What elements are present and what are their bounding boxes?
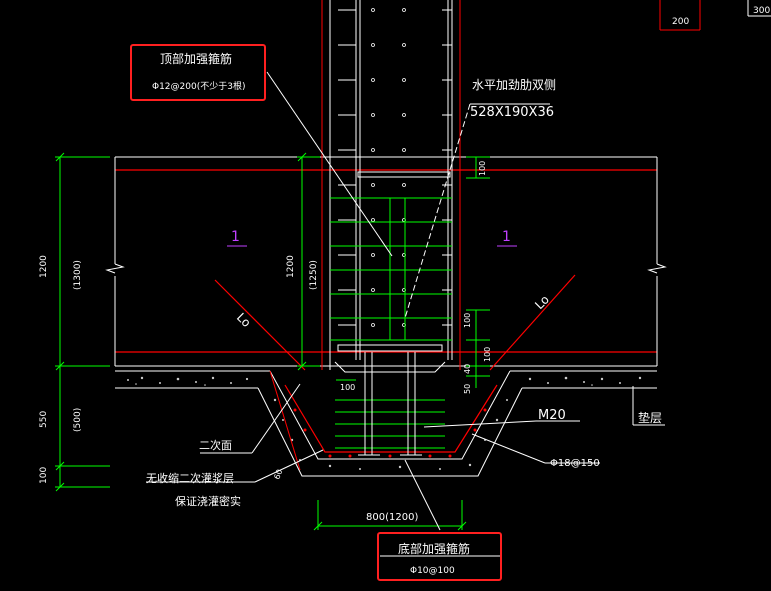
lo-lines	[214, 274, 576, 471]
bolt-holes	[371, 8, 406, 327]
leader-lines	[146, 71, 665, 557]
dim-bottom-width: 800(1200)	[366, 512, 418, 523]
bottom-rebar-spec: Φ10@100	[410, 566, 455, 576]
bottom-rebar-title: 底部加强箍筋	[398, 541, 470, 556]
cushion-label: 垫层	[638, 410, 662, 425]
grout-recess-label: 二次面	[199, 438, 232, 452]
steel-column	[321, 0, 461, 373]
dim-rib-100-b: 100	[483, 347, 492, 362]
dim-rib-40: 40	[463, 364, 472, 374]
dim-slope-60: 60	[272, 468, 284, 481]
dim-rib-100-a: 100	[463, 313, 472, 328]
column-rebar	[330, 197, 452, 449]
section-mark-right: 1	[502, 229, 511, 245]
grout-line1: 无收缩二次灌浆层	[146, 471, 234, 485]
dim-left-total: 1200	[39, 255, 49, 278]
section-mark-left: 1	[231, 229, 240, 245]
dim-base-100: 100	[340, 383, 355, 392]
top-rebar-spec: Φ12@200(不少于3根)	[152, 80, 245, 92]
right-small-dims	[466, 156, 490, 388]
dim-left-lower-paren: (500)	[73, 408, 83, 432]
dim-left-lower: 550	[39, 411, 49, 428]
beam-outline	[105, 156, 667, 367]
dim-left-bottom: 100	[39, 467, 49, 484]
dim-inner-height: 1200	[286, 255, 296, 278]
inner-dimension	[297, 152, 320, 371]
foundation-pit	[257, 370, 523, 477]
rib-size-label: 528X190X36	[470, 105, 554, 120]
dim-rib-top: 100	[478, 161, 487, 176]
top-rebar-title: 顶部加强箍筋	[160, 51, 232, 66]
corner-value-label: 200	[672, 17, 689, 27]
bottom-rebar-highlight-box	[377, 532, 502, 581]
base-rebar-label: Φ18@150	[550, 458, 600, 469]
dim-left-total-paren: (1300)	[73, 260, 83, 290]
grout-line2: 保证浇灌密实	[175, 494, 241, 508]
top-rebar-highlight-box	[130, 44, 266, 101]
lo-label-right: Lo	[532, 292, 552, 312]
rebar-dots	[293, 408, 487, 458]
dim-rib-50: 50	[463, 384, 472, 394]
ground-layer	[115, 370, 657, 389]
corner-value-label-2: 300	[753, 6, 770, 16]
anchor-bolts	[358, 352, 422, 456]
shear-studs	[338, 9, 452, 326]
corner-detail: 200 300	[659, 0, 771, 31]
horizontal-rib-label: 水平加劲肋双侧	[472, 77, 556, 92]
left-dimension-chain	[55, 152, 110, 492]
lo-label-left: Lo	[234, 310, 254, 330]
concrete-grade-label: M20	[538, 408, 566, 423]
dim-inner-height-paren: (1250)	[309, 260, 319, 290]
